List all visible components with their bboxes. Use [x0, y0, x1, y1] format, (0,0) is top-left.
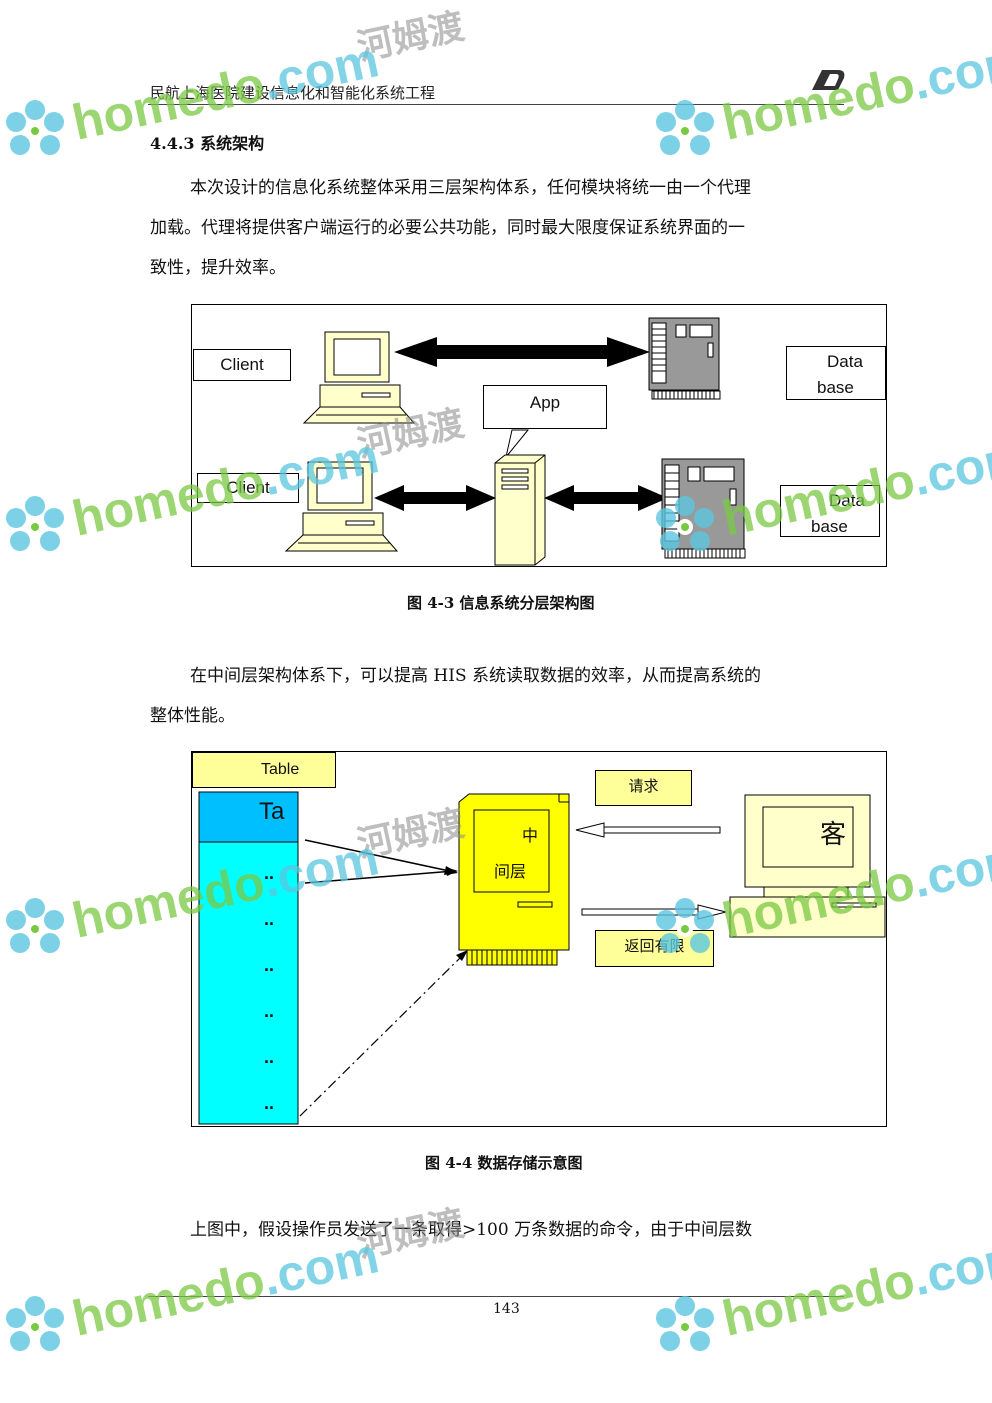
table-label-box: Table	[192, 752, 336, 788]
database-label-bottom: Data base	[780, 485, 880, 537]
server-icon	[648, 317, 721, 400]
bidirectional-arrow	[544, 485, 668, 511]
section-title: 4.4.3 系统架构	[150, 134, 265, 153]
table-label: Table	[261, 761, 300, 778]
watermark-domain: .com	[907, 427, 992, 507]
app-server-icon	[494, 454, 546, 566]
client-label-top: Client	[193, 349, 291, 381]
flower-logo-icon	[6, 496, 64, 551]
figure-caption: 图 4-3 信息系统分层架构图	[407, 594, 595, 612]
table-header-cell	[198, 791, 299, 843]
database-label-line: Data	[829, 491, 865, 510]
flower-logo-icon	[656, 496, 714, 551]
watermark-text: 河姆渡	[353, 6, 468, 69]
flower-logo-icon	[6, 898, 64, 953]
app-label: App	[483, 385, 607, 429]
figure-caption: 图 4-4 数据存储示意图	[425, 1154, 583, 1172]
table-header-label: Ta	[259, 798, 285, 825]
table-row: ..	[264, 955, 275, 975]
middle-layer-label-1: 中	[522, 826, 539, 845]
table-row: ..	[264, 863, 275, 883]
paragraph-line: 致性，提升效率。	[150, 258, 286, 278]
flower-logo-icon	[6, 100, 64, 155]
bidirectional-arrow	[374, 485, 496, 511]
table-row: ..	[264, 909, 275, 929]
table-body	[198, 841, 299, 1125]
computer-icon	[302, 331, 416, 424]
table-row: ..	[264, 1047, 275, 1067]
fetch-arrow	[304, 839, 455, 873]
page-number: 143	[493, 1301, 520, 1317]
client-label-bottom: Client	[197, 473, 299, 503]
middle-layer-card	[458, 793, 570, 966]
figure-architecture: Client Client App Data base Data base	[191, 304, 887, 567]
watermark-domain: .com	[907, 829, 992, 909]
footer-divider	[148, 1296, 844, 1297]
storage-diagram	[198, 791, 886, 1125]
database-label-line: base	[811, 517, 848, 536]
database-label-line: Data	[827, 352, 863, 371]
header-divider	[148, 104, 844, 105]
fetch-arrow	[304, 870, 455, 884]
bidirectional-arrow	[394, 337, 650, 367]
table-row: ..	[264, 1001, 275, 1021]
flower-logo-icon	[656, 100, 714, 155]
bulk-data-arrow	[299, 953, 465, 1117]
header-title: 民航上海医院建设信息化和智能化系统工程	[150, 84, 436, 102]
watermark-text: homedo.com	[717, 30, 992, 151]
database-label-line: base	[817, 378, 854, 397]
computer-icon	[729, 794, 886, 938]
client-label: 客	[820, 820, 847, 850]
middle-layer-label-2: 间层	[494, 862, 527, 881]
paragraph-line: 本次设计的信息化系统整体采用三层架构体系，任何模块将统一由一个代理	[190, 178, 751, 198]
architecture-diagram	[284, 317, 746, 566]
database-label-top: Data base	[786, 346, 886, 400]
figure-data-storage: Table Ta .. .. .. .. .. .. 中 间层 请求 返回有限 …	[191, 751, 887, 1127]
paragraph-line: 上图中，假设操作员发送了一条取得>100 万条数据的命令，由于中间层数	[190, 1220, 753, 1240]
paragraph-line: 加载。代理将提供客户端运行的必要公共功能，同时最大限度保证系统界面的一	[150, 218, 745, 238]
flower-logo-icon	[6, 1296, 64, 1351]
flower-logo-icon	[656, 1296, 714, 1351]
request-label: 请求	[595, 770, 692, 806]
paragraph-line: 在中间层架构体系下，可以提高 HIS 系统读取数据的效率，从而提高系统的	[190, 666, 761, 686]
logo-icon	[812, 70, 845, 90]
table-row: ..	[264, 1093, 275, 1113]
computer-icon	[284, 461, 399, 552]
request-arrow	[575, 822, 721, 838]
flower-logo-icon	[656, 898, 714, 953]
paragraph-line: 整体性能。	[150, 706, 235, 726]
paragraph-3: 上图中，假设操作员发送了一条取得>100 万条数据的命令，由于中间层数	[150, 1210, 850, 1250]
watermark-brand: homedo	[67, 1251, 270, 1347]
watermark-brand: homedo	[717, 1251, 920, 1347]
paragraph-1: 本次设计的信息化系统整体采用三层架构体系，任何模块将统一由一个代理 加载。代理将…	[150, 168, 850, 288]
watermark-domain: .com	[907, 31, 992, 111]
watermark-domain: .com	[907, 1227, 992, 1307]
table-rows: .. .. .. .. .. ..	[264, 850, 294, 1126]
paragraph-2: 在中间层架构体系下，可以提高 HIS 系统读取数据的效率，从而提高系统的 整体性…	[150, 656, 850, 736]
